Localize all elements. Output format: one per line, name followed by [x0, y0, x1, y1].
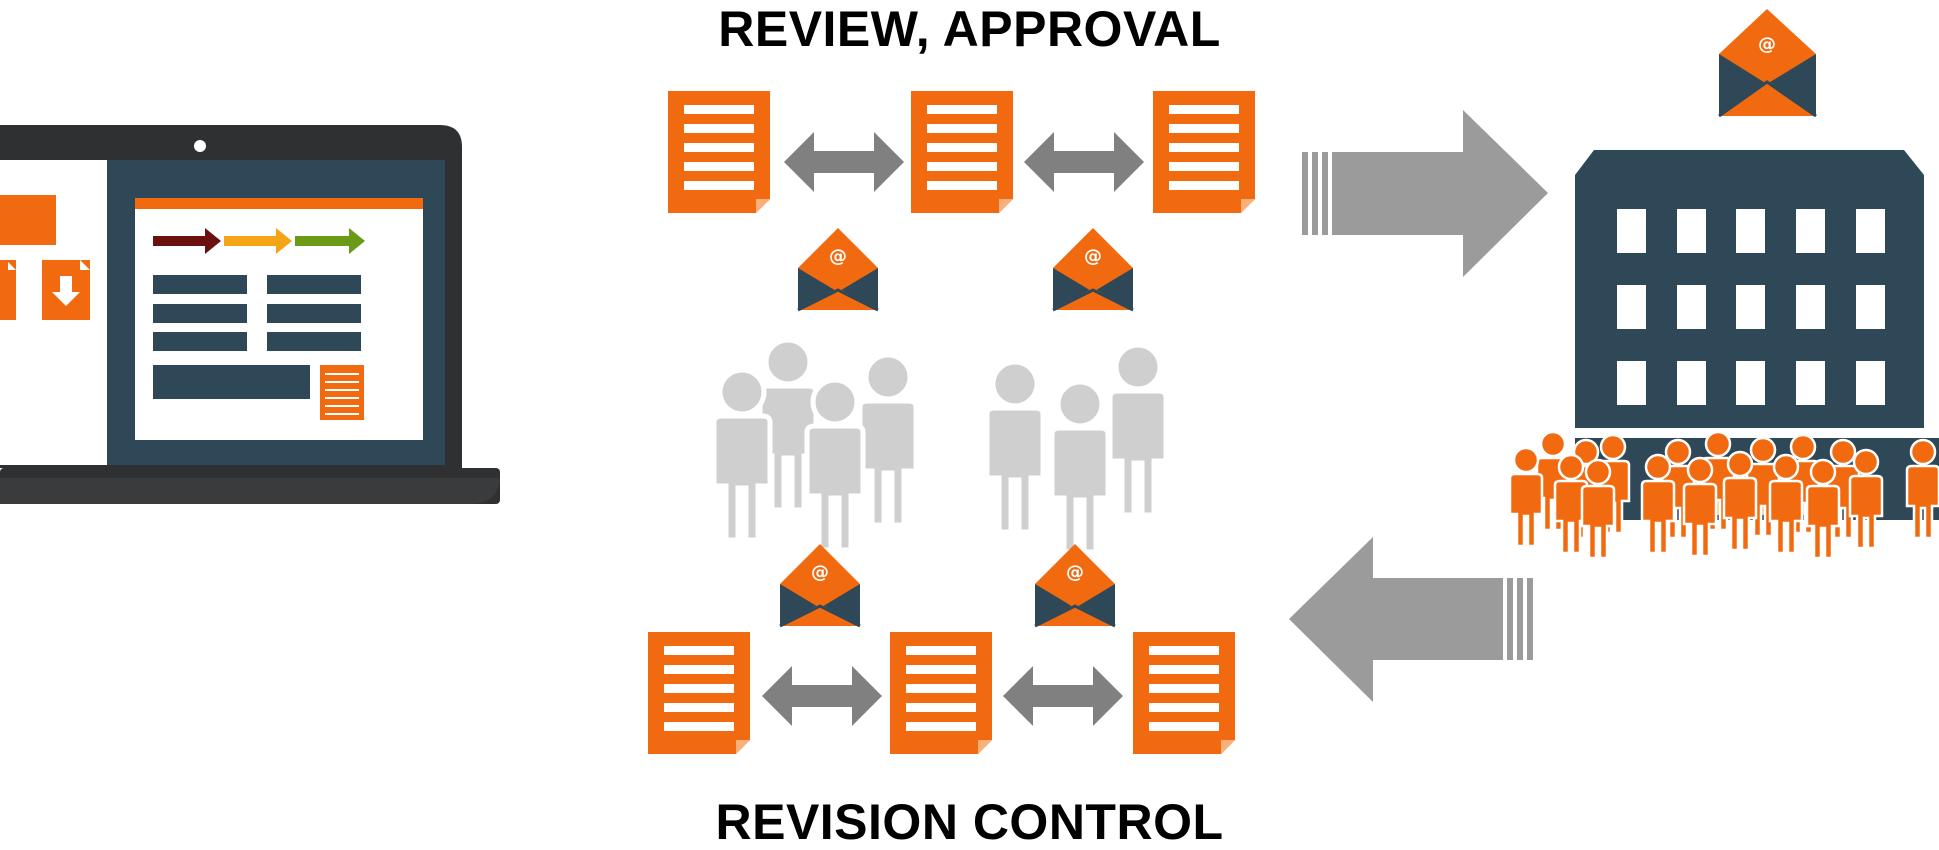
- double-arrow-icon: [784, 132, 904, 192]
- email-envelope-icon: @: [778, 542, 862, 628]
- document-icon: [911, 91, 1013, 213]
- svg-text:@: @: [829, 246, 847, 267]
- document-icon: [890, 632, 992, 754]
- document-icon: [668, 91, 770, 213]
- revision-control-title: REVISION CONTROL: [715, 794, 1224, 850]
- document-icon: [648, 632, 750, 754]
- svg-text:@: @: [1758, 34, 1776, 55]
- svg-text:@: @: [1066, 562, 1084, 583]
- email-envelope-icon: @: [796, 226, 880, 312]
- email-envelope-icon: @: [1051, 226, 1135, 312]
- svg-text:@: @: [1084, 246, 1102, 267]
- double-arrow-icon: [762, 666, 882, 726]
- email-envelope-icon: @: [1033, 542, 1117, 628]
- svg-text:@: @: [811, 562, 829, 583]
- review-approval-title: REVIEW, APPROVAL: [718, 1, 1221, 57]
- double-arrow-icon: [1003, 666, 1123, 726]
- revision-document-group: [648, 632, 1235, 754]
- laptop-icon: [0, 125, 500, 504]
- document-icon: [1153, 91, 1255, 213]
- review-document-group: [668, 91, 1255, 213]
- reviewer-group: [714, 340, 916, 550]
- reviewer-group: [987, 345, 1166, 552]
- arrow-left-icon: [1289, 537, 1533, 702]
- double-arrow-icon: [1024, 132, 1144, 192]
- document-icon: [1133, 632, 1235, 754]
- arrow-right-icon: [1302, 110, 1548, 277]
- email-envelope-icon: @: [1718, 9, 1817, 118]
